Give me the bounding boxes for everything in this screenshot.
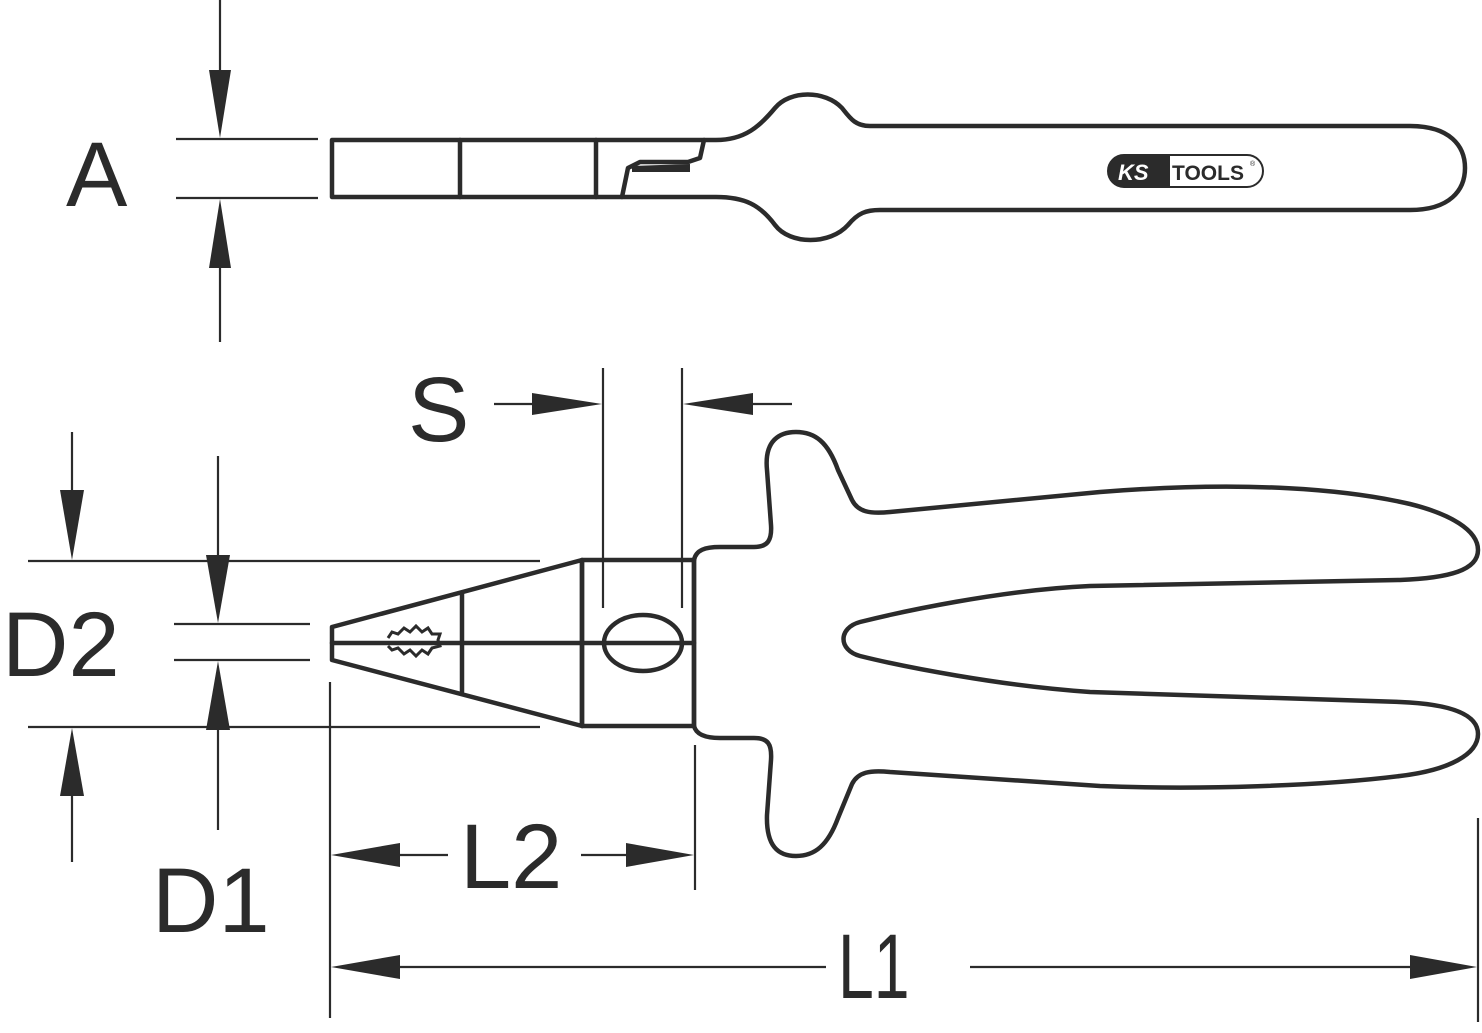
- label-l2: L2: [460, 806, 562, 908]
- dimension-d2: D2: [2, 456, 310, 830]
- arrow-down-icon: [206, 555, 230, 623]
- arrow-down-icon: [60, 490, 84, 560]
- pliers-side-view: [329, 92, 1468, 243]
- arrow-up-icon: [209, 199, 231, 268]
- dimension-d1: D1: [28, 432, 540, 952]
- arrow-down-icon: [209, 70, 231, 138]
- arrow-left-icon: [331, 843, 400, 867]
- pliers-top-view: [329, 429, 1481, 859]
- label-a: A: [66, 124, 128, 226]
- logo-tools-text: TOOLS: [1172, 162, 1244, 185]
- label-d1: D1: [152, 850, 270, 952]
- arrow-up-icon: [206, 661, 230, 730]
- logo-registered-mark: ®: [1250, 160, 1256, 168]
- arrow-right-icon: [1410, 955, 1477, 979]
- arrow-left-icon: [683, 393, 753, 415]
- label-l1: L1: [838, 915, 910, 1018]
- ks-tools-logo: KS TOOLS ®: [1107, 154, 1264, 188]
- dimension-l2: L2: [328, 682, 697, 1018]
- logo-ks-text: KS: [1118, 160, 1149, 185]
- arrow-up-icon: [60, 728, 84, 796]
- label-d2: D2: [2, 594, 120, 696]
- arrow-left-icon: [331, 955, 400, 979]
- arrow-right-icon: [626, 843, 694, 867]
- dimension-s: S: [408, 359, 792, 608]
- dimension-a: A: [66, 0, 318, 342]
- dimension-l1: L1: [331, 818, 1480, 1022]
- label-s: S: [408, 359, 469, 461]
- arrow-right-icon: [532, 393, 602, 415]
